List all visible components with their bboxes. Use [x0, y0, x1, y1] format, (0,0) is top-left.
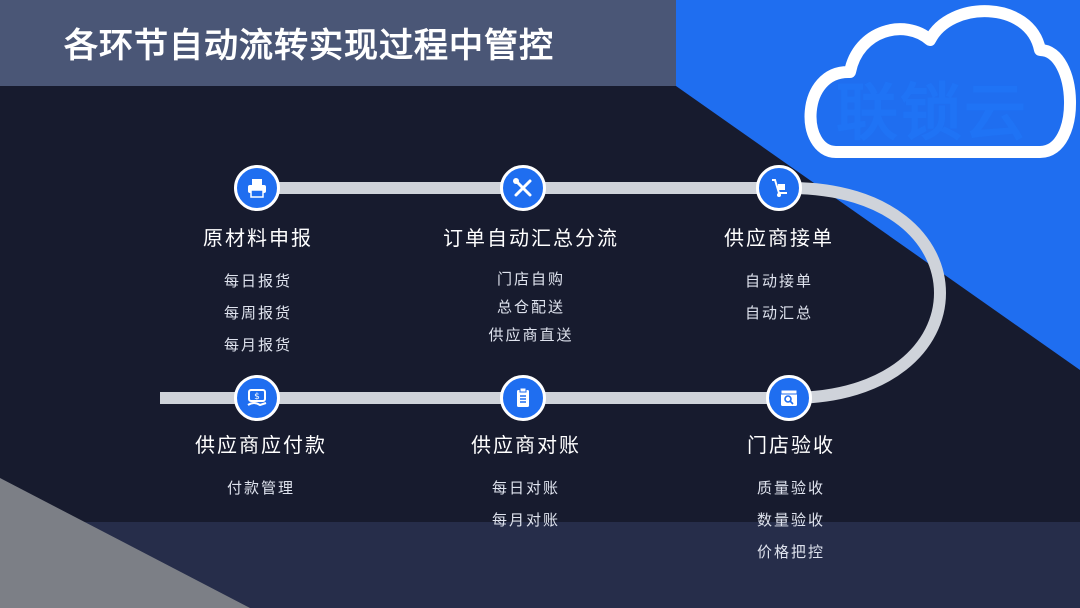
- step-title: 供应商接单: [724, 226, 834, 250]
- step-item: 每周报货: [223, 304, 292, 322]
- step-item: 付款管理: [226, 479, 295, 497]
- title-bar: 各环节自动流转实现过程中管控: [0, 0, 676, 86]
- step-item: 自动汇总: [744, 304, 813, 322]
- step-item: 自动接单: [744, 272, 813, 290]
- step-title: 订单自动汇总分流: [443, 226, 619, 250]
- step-item: 每日报货: [223, 272, 292, 290]
- step-title: 供应商应付款: [195, 433, 327, 457]
- page-title: 各环节自动流转实现过程中管控: [64, 26, 554, 66]
- flow-track: [160, 182, 946, 404]
- gray-corner-triangle: [0, 478, 250, 608]
- hand-truck-icon: [756, 165, 802, 211]
- payment-icon: $: [234, 375, 280, 421]
- step-item: 每月报货: [223, 336, 292, 354]
- step-title: 供应商对账: [471, 433, 581, 457]
- step-supplier-reconcile: 供应商对账 每日对账 每月对账: [396, 429, 656, 536]
- step-supplier-accept: 供应商接单 自动接单 自动汇总: [649, 222, 909, 329]
- step-supplier-payment: 供应商应付款 付款管理: [131, 429, 391, 504]
- step-title: 门店验收: [747, 433, 835, 457]
- step-item: 总仓配送: [496, 298, 565, 316]
- step-item: 每日对账: [491, 479, 560, 497]
- cloud-outline-icon: [804, 5, 1076, 158]
- step-item: 供应商直送: [488, 326, 574, 344]
- step-store-inspection: 门店验收 质量验收 数量验收 价格把控: [661, 429, 921, 568]
- step-item: 价格把控: [756, 543, 825, 561]
- step-item: 每月对账: [491, 511, 560, 529]
- step-material-report: 原材料申报 每日报货 每周报货 每月报货: [128, 222, 388, 361]
- inspect-icon: [766, 375, 812, 421]
- step-title: 原材料申报: [203, 226, 313, 250]
- blue-diagonal-panel: [676, 0, 1080, 370]
- step-item: 质量验收: [756, 479, 825, 497]
- step-item: 数量验收: [756, 511, 825, 529]
- step-item: 门店自购: [496, 270, 565, 288]
- logo-wordmark: 联锁云: [836, 76, 1029, 149]
- clipboard-icon: [500, 375, 546, 421]
- tools-icon: [500, 165, 546, 211]
- printer-icon: [234, 165, 280, 211]
- svg-text:$: $: [254, 392, 260, 402]
- step-order-summary: 订单自动汇总分流 门店自购 总仓配送 供应商直送: [401, 222, 661, 349]
